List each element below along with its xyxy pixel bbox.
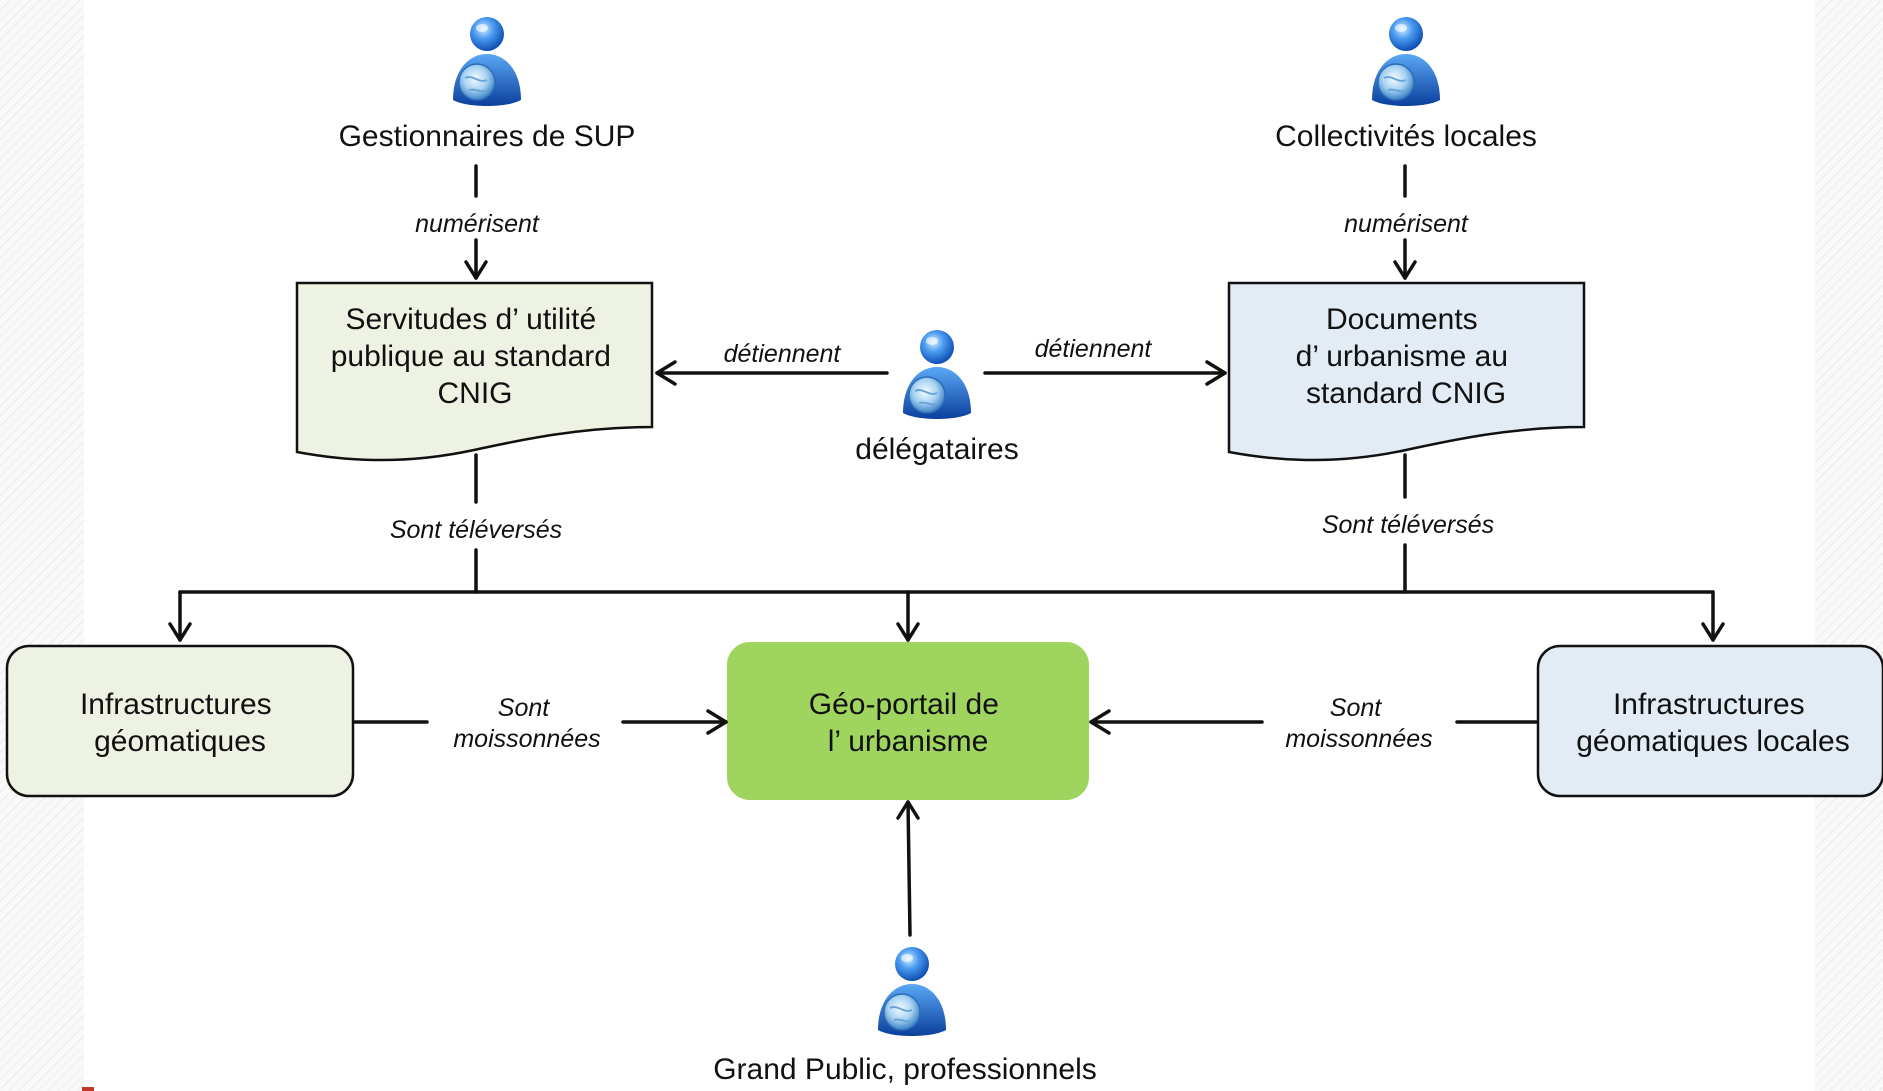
arrowhead — [1393, 260, 1417, 280]
user-globe-icon — [877, 946, 947, 1037]
node-sup-doc: Servitudes d’ utilité publique au standa… — [331, 303, 620, 410]
document-shape-urban — [1227, 281, 1586, 462]
arrowhead — [1701, 622, 1725, 642]
arrowhead — [896, 800, 920, 820]
edge-label-hold-left: détiennent — [724, 340, 842, 368]
node-urban-doc: Documents d’ urbanisme au standard CNIG — [1296, 303, 1517, 410]
actor-label-public: Grand Public, professionnels — [713, 1053, 1097, 1086]
arrowhead — [896, 622, 920, 642]
edge-label-harvest-left: Sont moissonnées — [453, 694, 600, 753]
user-globe-icon — [452, 16, 522, 107]
node-box-geoportal — [727, 642, 1089, 800]
actor-label-local-authorities: Collectivités locales — [1275, 120, 1537, 153]
node-box-local-infra — [1536, 644, 1883, 798]
actor-label-delegates: délégataires — [855, 433, 1018, 466]
user-globe-icon — [902, 329, 972, 420]
edge-label-digitize-right: numérisent — [1344, 210, 1469, 238]
edge-label-digitize-left: numérisent — [415, 210, 540, 238]
edge-label-upload-left: Sont téléversés — [390, 516, 562, 544]
arrowhead — [655, 360, 677, 386]
node-local-infra: Infrastructures géomatiques locales — [1576, 688, 1850, 758]
actor-label-sup-managers: Gestionnaires de SUP — [339, 120, 636, 153]
arrowhead — [464, 260, 488, 280]
edge-label-harvest-right: Sont moissonnées — [1285, 694, 1432, 753]
arrowhead — [1089, 709, 1111, 735]
node-box-geo-infra — [5, 644, 355, 798]
user-globe-icon — [1371, 16, 1441, 107]
document-shape-sup — [295, 281, 654, 462]
corner-mark — [82, 1087, 94, 1091]
arrowhead — [168, 622, 192, 642]
arrowhead — [706, 709, 728, 735]
node-geoportal: Géo-portail de l’ urbanisme — [809, 688, 1007, 758]
connector-line — [906, 800, 912, 937]
edge-label-hold-right: détiennent — [1035, 335, 1153, 363]
node-geo-infra: Infrastructures géomatiques — [80, 688, 280, 758]
arrowhead — [1205, 360, 1227, 386]
edge-label-upload-right: Sont téléversés — [1322, 511, 1494, 539]
diagram-panel — [84, 0, 1815, 1091]
